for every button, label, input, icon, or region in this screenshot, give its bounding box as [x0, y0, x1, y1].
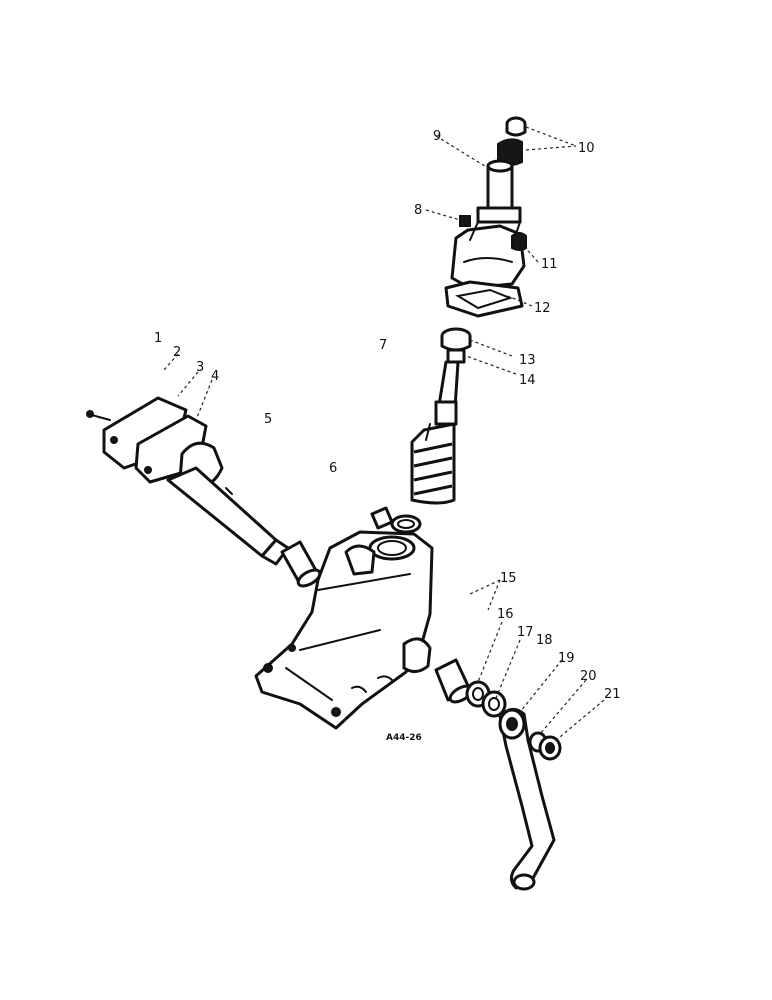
callout-9: 9 — [433, 129, 441, 144]
callout-10: 10 — [578, 141, 595, 156]
sector-shaft-bushing — [280, 540, 322, 588]
steering-worm-shaft — [410, 360, 460, 505]
callout-2: 2 — [173, 345, 181, 360]
callout-14: 14 — [519, 373, 536, 388]
callout-15: 15 — [500, 571, 517, 586]
callout-labels: 1 2 3 4 5 6 7 8 9 10 11 12 13 14 15 16 1… — [154, 129, 621, 743]
arm-nut-and-washer — [528, 731, 562, 761]
steering-gear-housing — [254, 506, 434, 730]
steering-column-tube — [476, 159, 522, 224]
callout-12: 12 — [534, 301, 551, 316]
callout-17: 17 — [517, 625, 534, 640]
callout-19: 19 — [558, 651, 575, 666]
callout-3: 3 — [196, 360, 204, 375]
callout-1: 1 — [154, 331, 162, 346]
callout-6: 6 — [329, 461, 337, 476]
bearing-cup-and-ring — [440, 327, 472, 364]
callout-13: 13 — [519, 353, 536, 368]
callout-11: 11 — [541, 257, 558, 272]
drop-arm-bushing-and-washers — [434, 658, 507, 718]
callout-18: 18 — [536, 633, 553, 648]
sector-shaft — [166, 441, 290, 566]
callout-16: 16 — [497, 607, 514, 622]
callout-21: 21 — [604, 687, 621, 702]
leader-lines — [163, 126, 605, 743]
drop-arm — [498, 708, 556, 891]
top-cap-and-spring — [497, 116, 527, 166]
callout-5: 5 — [264, 412, 272, 427]
callout-8: 8 — [414, 203, 422, 218]
drawing-reference: A44-26 — [386, 733, 422, 743]
column-housing — [444, 215, 527, 318]
callout-20: 20 — [580, 669, 597, 684]
callout-7: 7 — [379, 338, 387, 353]
callout-4: 4 — [211, 369, 219, 384]
